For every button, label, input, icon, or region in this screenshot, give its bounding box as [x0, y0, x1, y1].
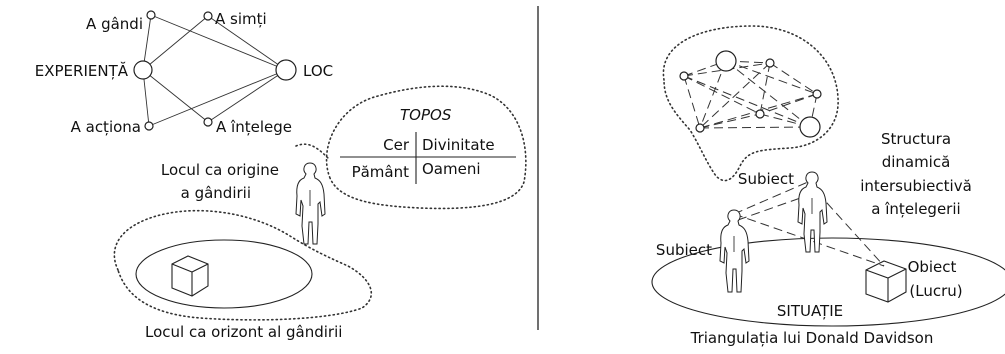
node-understand: [203, 117, 213, 127]
horizon-caption: Locul ca orizont al gândirii: [145, 323, 342, 341]
structure-label-line3: intersubiectivă: [860, 177, 972, 195]
node-think: [146, 10, 156, 20]
label-experience: EXPERIENȚĂ: [35, 61, 129, 80]
label-think: A gândi: [86, 15, 143, 33]
horizon-outer-bubble: [113, 209, 373, 321]
label-understand: A înțelege: [216, 118, 292, 136]
network-node: [799, 116, 821, 138]
origin-label-line2: a gândirii: [181, 184, 251, 202]
object-label-line1: Obiect: [908, 258, 957, 276]
triangulation-caption: Triangulația lui Donald Davidson: [690, 329, 934, 347]
topos-cell-sky: Cer: [383, 136, 410, 154]
object-cube-icon: [865, 260, 907, 303]
structure-label-line1: Structura: [881, 130, 951, 148]
network-node: [755, 109, 765, 119]
node-act: [144, 121, 154, 131]
structure-label-line4: a înțelegerii: [871, 200, 960, 218]
node-feel: [203, 11, 213, 21]
subject-left-label: Subiect: [656, 241, 712, 259]
structure-label-line2: dinamică: [882, 153, 951, 171]
label-feel: A simți: [215, 10, 267, 28]
network-node: [812, 89, 822, 99]
object-label-line2: (Lucru): [909, 282, 962, 300]
topos-cell-earth: Pământ: [352, 163, 410, 181]
network-node: [715, 50, 737, 72]
situation-label: SITUAȚIE: [777, 302, 843, 320]
label-loc: LOC: [303, 62, 333, 80]
subject-top-label: Subiect: [738, 170, 794, 188]
origin-label-line1: Locul ca origine: [161, 161, 279, 179]
topos-person-connector: [295, 143, 331, 161]
node-experience: [133, 60, 153, 80]
experience-place-network: [133, 10, 297, 131]
network-node: [765, 58, 775, 68]
network-bubble: [662, 25, 839, 182]
cube-icon: [171, 255, 209, 297]
label-act: A acționa: [71, 118, 141, 136]
network-node: [695, 123, 705, 133]
topos-cell-people: Oameni: [422, 160, 481, 178]
horizon-ellipse: [135, 239, 313, 309]
person-figure: [295, 162, 326, 245]
node-loc: [275, 59, 297, 81]
subject-figure-top: [797, 171, 828, 253]
topos-bubble: [325, 85, 527, 210]
topos-grid: [340, 132, 516, 184]
topos-cell-divinity: Divinitate: [422, 136, 495, 154]
subject-figure-left: [719, 209, 750, 293]
topos-title: TOPOS: [400, 106, 452, 124]
intersubjective-network: [679, 50, 822, 138]
situation-ellipse: [651, 237, 1005, 327]
network-node: [679, 71, 689, 81]
